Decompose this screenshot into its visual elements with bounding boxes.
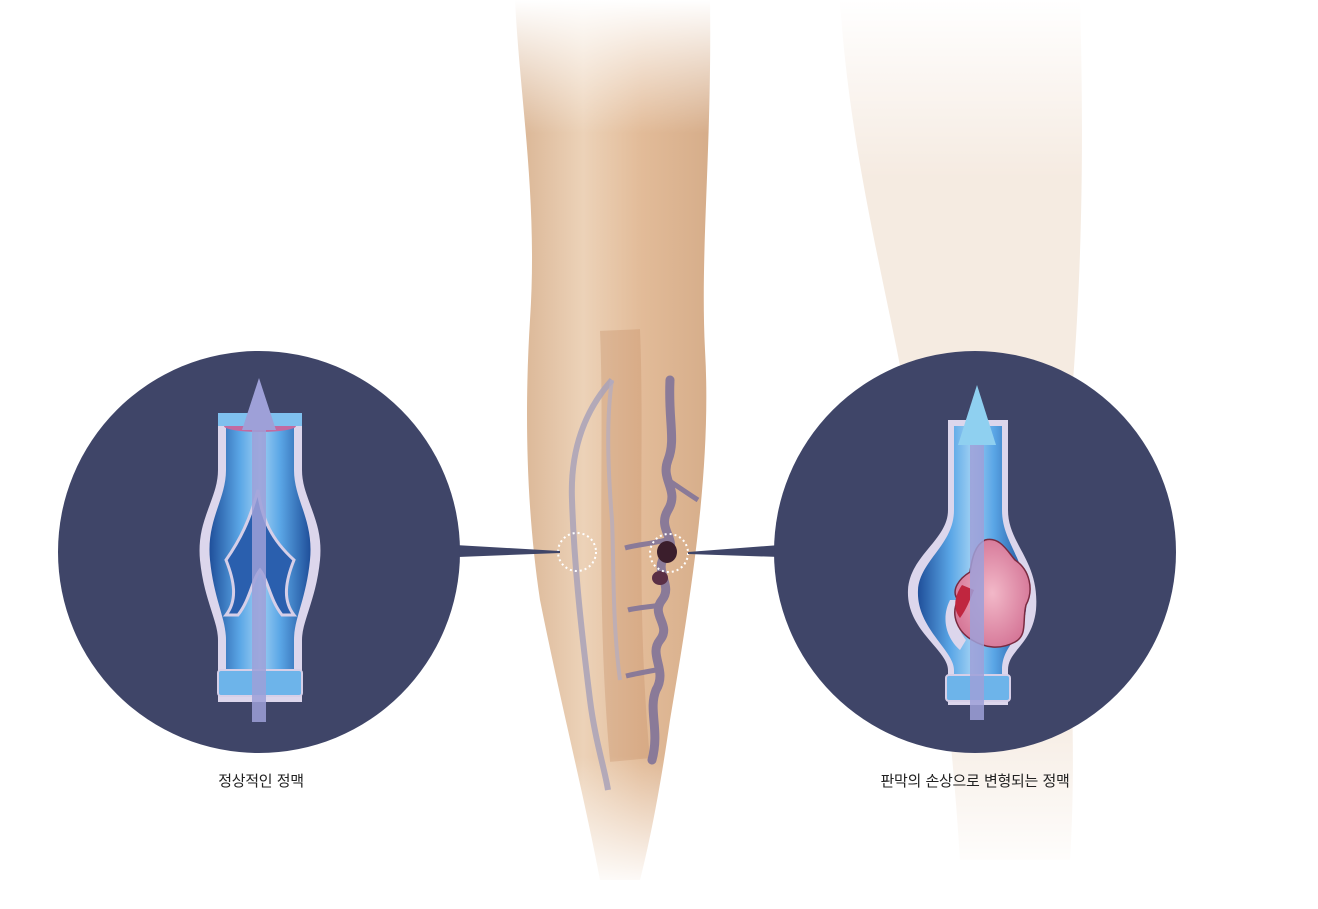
focus-circle-normal xyxy=(557,532,597,572)
inset-normal-vein xyxy=(58,351,460,753)
connector-right xyxy=(688,545,780,557)
caption-damaged-vein: 판막의 손상으로 변형되는 정맥 xyxy=(880,772,1070,790)
connector-left xyxy=(455,545,560,557)
inset-damaged-vein xyxy=(774,351,1176,753)
leg-varicose-vein xyxy=(624,375,700,765)
leg-normal-vein xyxy=(568,377,622,791)
caption-normal-vein: 정상적인 정맥 xyxy=(218,772,304,790)
front-leg xyxy=(500,0,730,890)
